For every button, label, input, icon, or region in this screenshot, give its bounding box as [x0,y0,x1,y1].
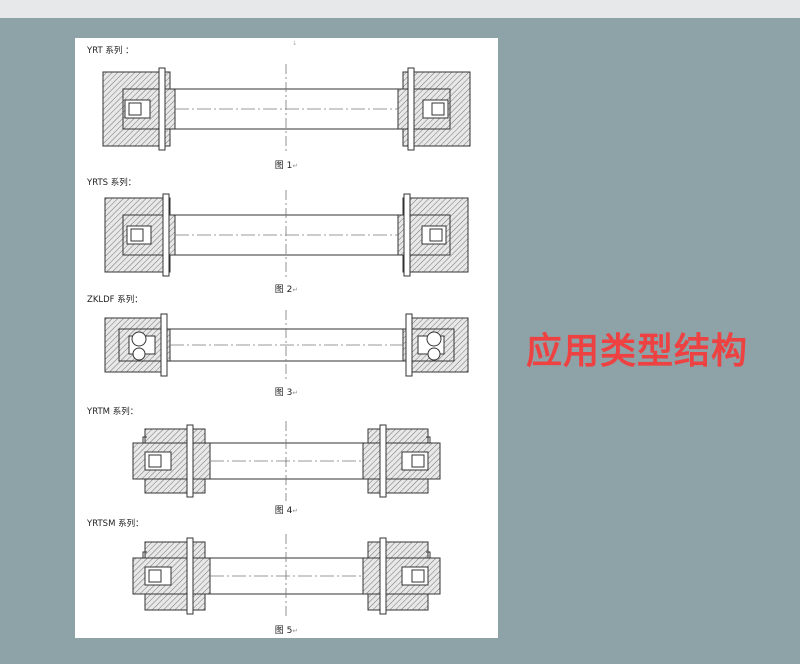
series-label-yrt: YRT 系列 ： [87,46,134,56]
right-bolt [407,67,415,151]
series-label-yrts: YRTS 系列： [87,178,137,188]
figure-caption-2: 图 2↵ [75,282,498,295]
figure-caption-4: 图 4↵ [75,503,498,516]
right-bolt [405,313,413,377]
right-roller [431,102,445,116]
return-mark: ↵ [292,389,299,397]
left-bolt [158,67,166,151]
series-label-zkldf: ZKLDF 系列： [87,295,143,305]
left-ball [132,347,146,361]
return-mark: ↵ [292,507,299,515]
right-seal-lip [426,551,440,559]
return-mark: ↵ [292,286,299,294]
figure-caption-1: 图 1↵ [75,158,498,171]
document-page: ↓ YRT 系列 ： 图 1↵ YRTS 系列： 图 2↵ ZKLDF 系列： … [75,38,498,638]
figure-caption-text-3: 图 3 [274,388,293,398]
left-roller [148,569,162,583]
left-bolt [186,537,194,615]
figure-caption-3: 图 3↵ [75,385,498,398]
series-label-yrtm: YRTM 系列： [87,407,139,417]
right-ball [426,331,442,347]
return-mark: ↵ [292,162,299,170]
left-seal-lip [133,436,147,444]
return-mark: ↵ [292,627,299,635]
right-roller [429,228,443,242]
drawing-yrt [102,64,471,154]
left-roller [148,454,162,468]
figure-caption-text-5: 图 5 [274,626,293,636]
drawing-yrtm [132,421,441,501]
left-seal-lip [133,551,147,559]
section-heading: 应用类型结构 [526,331,749,372]
left-bolt [186,424,194,498]
figure-caption-text-4: 图 4 [274,506,293,516]
figure-caption-text-2: 图 2 [274,285,293,295]
left-bolt [160,313,168,377]
figure-caption-5: 图 5↵ [75,623,498,636]
right-roller [411,454,425,468]
figure-caption-text-1: 图 1 [274,161,293,171]
left-roller [128,102,142,116]
right-roller [411,569,425,583]
drawing-yrts [104,190,469,280]
left-roller [130,228,144,242]
right-ball [427,347,441,361]
drawing-zkldf [104,310,469,380]
top-strip [0,0,800,18]
right-bolt [403,193,411,277]
right-bolt [379,424,387,498]
left-bolt [162,193,170,277]
left-ball [131,331,147,347]
drawing-yrtsm [132,534,441,618]
page-top-mark: ↓ [292,40,298,47]
right-seal-lip [426,436,440,444]
series-label-yrtsm: YRTSM 系列： [87,519,144,529]
right-bolt [379,537,387,615]
